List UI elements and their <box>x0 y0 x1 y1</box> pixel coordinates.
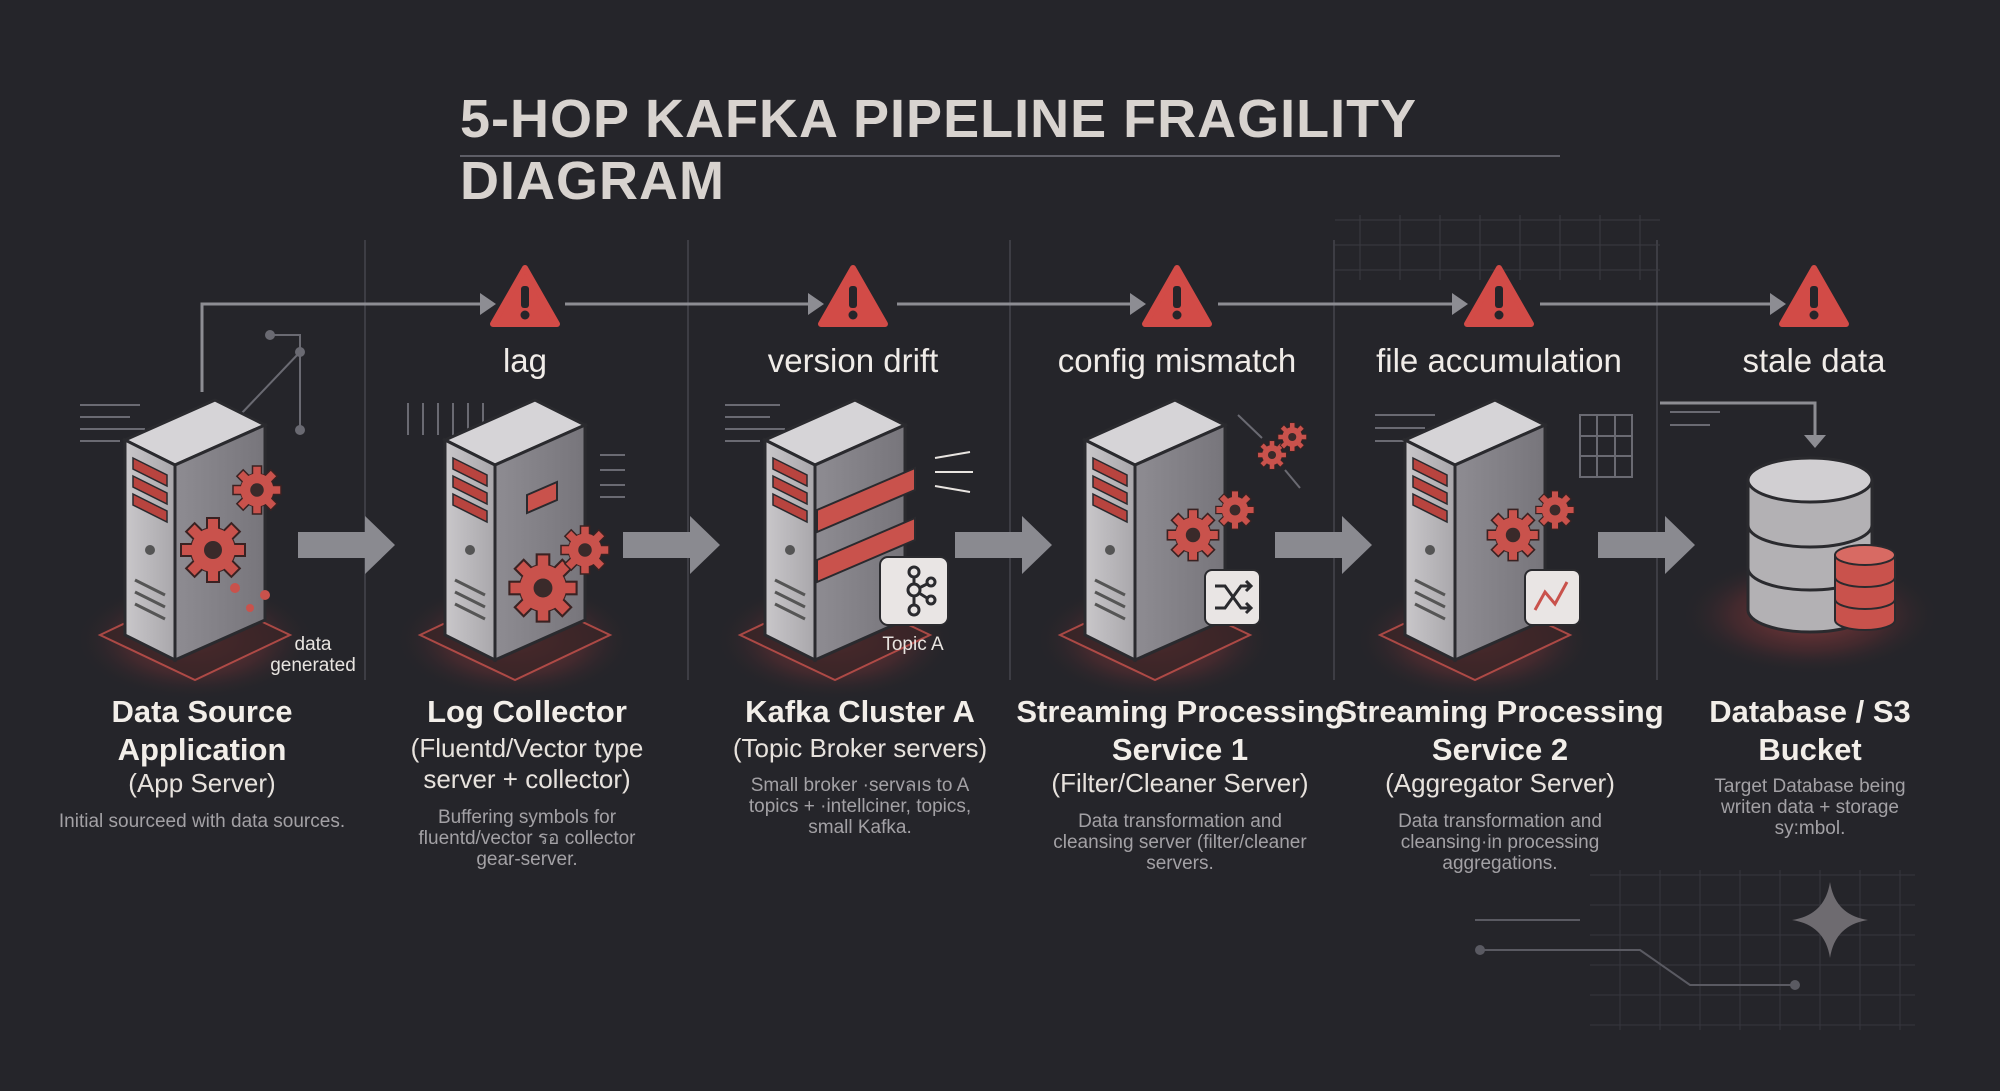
warning-icon-lag <box>493 268 557 324</box>
node-role-kafka-cluster: (Topic Broker servers) <box>732 733 988 763</box>
risk-label-config-mismatch: config mismatch <box>1057 342 1297 379</box>
warning-icon-version-drift <box>821 268 885 324</box>
filter-server-icon <box>1033 398 1277 702</box>
kafka-logo-icon <box>879 556 949 626</box>
storage-stack-icon <box>1834 544 1896 631</box>
node-name-kafka-cluster: Kafka Cluster A <box>745 694 975 729</box>
chart-icon <box>1524 569 1581 626</box>
node-name-data-source: Data Source Application <box>111 694 293 767</box>
sparkle-icon <box>1792 882 1868 958</box>
title-underline <box>460 155 1560 157</box>
topic-a-label: Topic A <box>882 634 944 655</box>
kafka-broker-icon <box>713 398 973 702</box>
diagram-title: 5-HOP KAFKA PIPELINE FRAGILITY DIAGRAM <box>460 89 1417 211</box>
node-name-streaming-2: Streaming Processing Service 2 <box>1336 694 1664 767</box>
app-server-icon <box>73 398 317 702</box>
risk-label-lag: lag <box>502 342 548 379</box>
node-name-log-collector: Log Collector <box>427 694 627 729</box>
decor-trace <box>1475 919 1800 990</box>
node-desc-log-collector: Buffering symbols for fluentd/vector รอ … <box>418 807 636 870</box>
node-desc-kafka-cluster: Small broker ·servลıs to A topics + ·int… <box>748 775 972 838</box>
node-role-streaming-1: (Filter/Cleaner Server) <box>1051 768 1309 798</box>
aggregator-server-icon <box>1353 398 1597 702</box>
node-desc-database: Target Database being writen data + stor… <box>1714 776 1906 839</box>
risk-label-version-drift: version drift <box>767 342 939 379</box>
risk-label-stale-data: stale data <box>1742 342 1886 379</box>
data-generated-label: data generated <box>270 634 356 676</box>
risk-label-file-accumulation: file accumulation <box>1376 342 1622 379</box>
node-desc-streaming-2: Data transformation and cleansing·in pro… <box>1398 811 1602 874</box>
node-role-streaming-2: (Aggregator Server) <box>1385 768 1615 798</box>
node-desc-data-source: Initial sourceed with data sources. <box>58 811 346 832</box>
node-role-data-source: (App Server) <box>128 768 276 798</box>
decor-lines <box>80 330 1720 498</box>
node-role-log-collector: (Fluentd/Vector type server + collector) <box>410 733 644 794</box>
warning-icon-stale-data <box>1782 268 1846 324</box>
column-dividers <box>364 240 1658 680</box>
risk-flow-line <box>200 302 1817 435</box>
config-gears-decor <box>1257 422 1308 470</box>
node-name-streaming-1: Streaming Processing Service 1 <box>1016 694 1344 767</box>
grid-bottom-right <box>1590 870 1915 1030</box>
database-icon <box>1680 456 1940 675</box>
node-name-database: Database / S3 Bucket <box>1709 694 1911 767</box>
collector-server-icon <box>393 398 637 702</box>
flow-arrows <box>298 516 1695 574</box>
warning-icon-file-accumulation <box>1467 268 1531 324</box>
node-desc-streaming-1: Data transformation and cleansing server… <box>1053 811 1307 874</box>
warning-icon-config-mismatch <box>1145 268 1209 324</box>
grid-top-right <box>1335 215 1660 280</box>
risk-flow-arrowheads <box>480 293 1826 448</box>
